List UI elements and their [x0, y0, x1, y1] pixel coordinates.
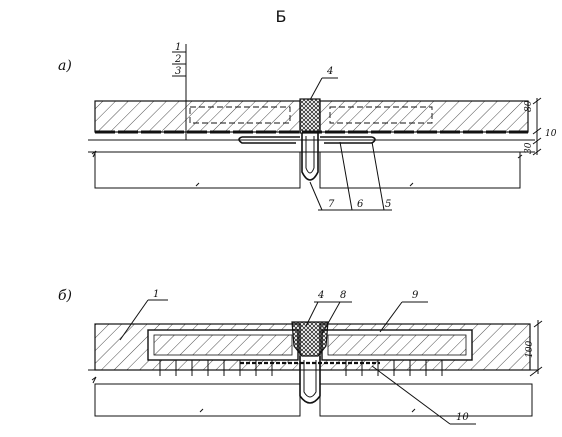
panel-a-callout-1: 1: [175, 42, 181, 53]
panel-a-u-compensator: [301, 133, 319, 181]
panel-b-label: б): [58, 288, 72, 304]
panel-b-leader-9: [379, 301, 403, 333]
panel-a-plate-left: [238, 136, 300, 144]
panel-b-leader-4: [305, 301, 319, 327]
panel-a-callout-2: 2: [174, 54, 181, 65]
panel-a-callout-6: 6: [357, 199, 364, 210]
panel-a-leader-6: [339, 141, 353, 211]
panel-a-right-base: [319, 151, 521, 189]
panel-a-dim-80: 80: [524, 100, 534, 112]
panel-a-right-slab: [319, 100, 529, 133]
panel-b-dim-ticks: [533, 320, 543, 374]
panel-b-callout-1: 1: [153, 289, 159, 300]
panel-a-left-base: [94, 151, 301, 189]
panel-a: а) 1 2 3 4: [58, 42, 557, 211]
panel-a-label: а): [58, 58, 72, 74]
panel-b-dim-100: 100: [525, 341, 535, 358]
panel-a-left-slab: [94, 100, 301, 133]
panel-b-frame-left-inner: [153, 334, 293, 356]
panel-b-anchor-studs: [159, 360, 443, 376]
panel-a-callout-3: 3: [175, 66, 181, 77]
panel-a-anchor-left: [189, 106, 291, 124]
panel-a-dim-10: 10: [545, 129, 557, 139]
panel-b-u-inner: [303, 360, 317, 398]
panel-a-dim-ticks: [532, 97, 542, 156]
drawing-title: Б: [276, 7, 287, 26]
panel-b-leader-1: [119, 299, 149, 341]
panel-a-anchor-right: [329, 106, 433, 124]
panel-b-leader-10: [371, 365, 451, 425]
panel-a-u-inner: [305, 136, 315, 174]
panel-b-leader-8: [321, 301, 341, 335]
panel-a-break-marks: [91, 150, 523, 187]
panel-a-leader-5: [371, 141, 385, 211]
panel-b-callout-10: 10: [456, 412, 469, 423]
panel-b-joint-filler: [291, 321, 329, 357]
panel-b-frame-right-inner: [327, 334, 467, 356]
panel-b-callout-8: 8: [340, 290, 346, 301]
panel-a-callout-5: 5: [385, 199, 391, 210]
panel-b-callout-4: 4: [317, 290, 324, 301]
panel-a-leader-4: [309, 77, 323, 101]
panel-b-right-base: [319, 383, 533, 417]
panel-a-joint-filler: [299, 98, 321, 134]
panel-b: б) 1 4 8 9: [58, 288, 543, 425]
panel-b-break-marks: [91, 372, 535, 413]
panel-a-leader-7: [309, 181, 323, 211]
panel-a-dim-30: 30: [524, 142, 534, 154]
panel-b-callout-9: 9: [412, 290, 419, 301]
panel-a-callout-4: 4: [326, 66, 333, 77]
panel-b-u-compensator: [299, 356, 321, 404]
panel-b-left-base: [94, 383, 301, 417]
panel-a-callout-7: 7: [328, 199, 335, 210]
